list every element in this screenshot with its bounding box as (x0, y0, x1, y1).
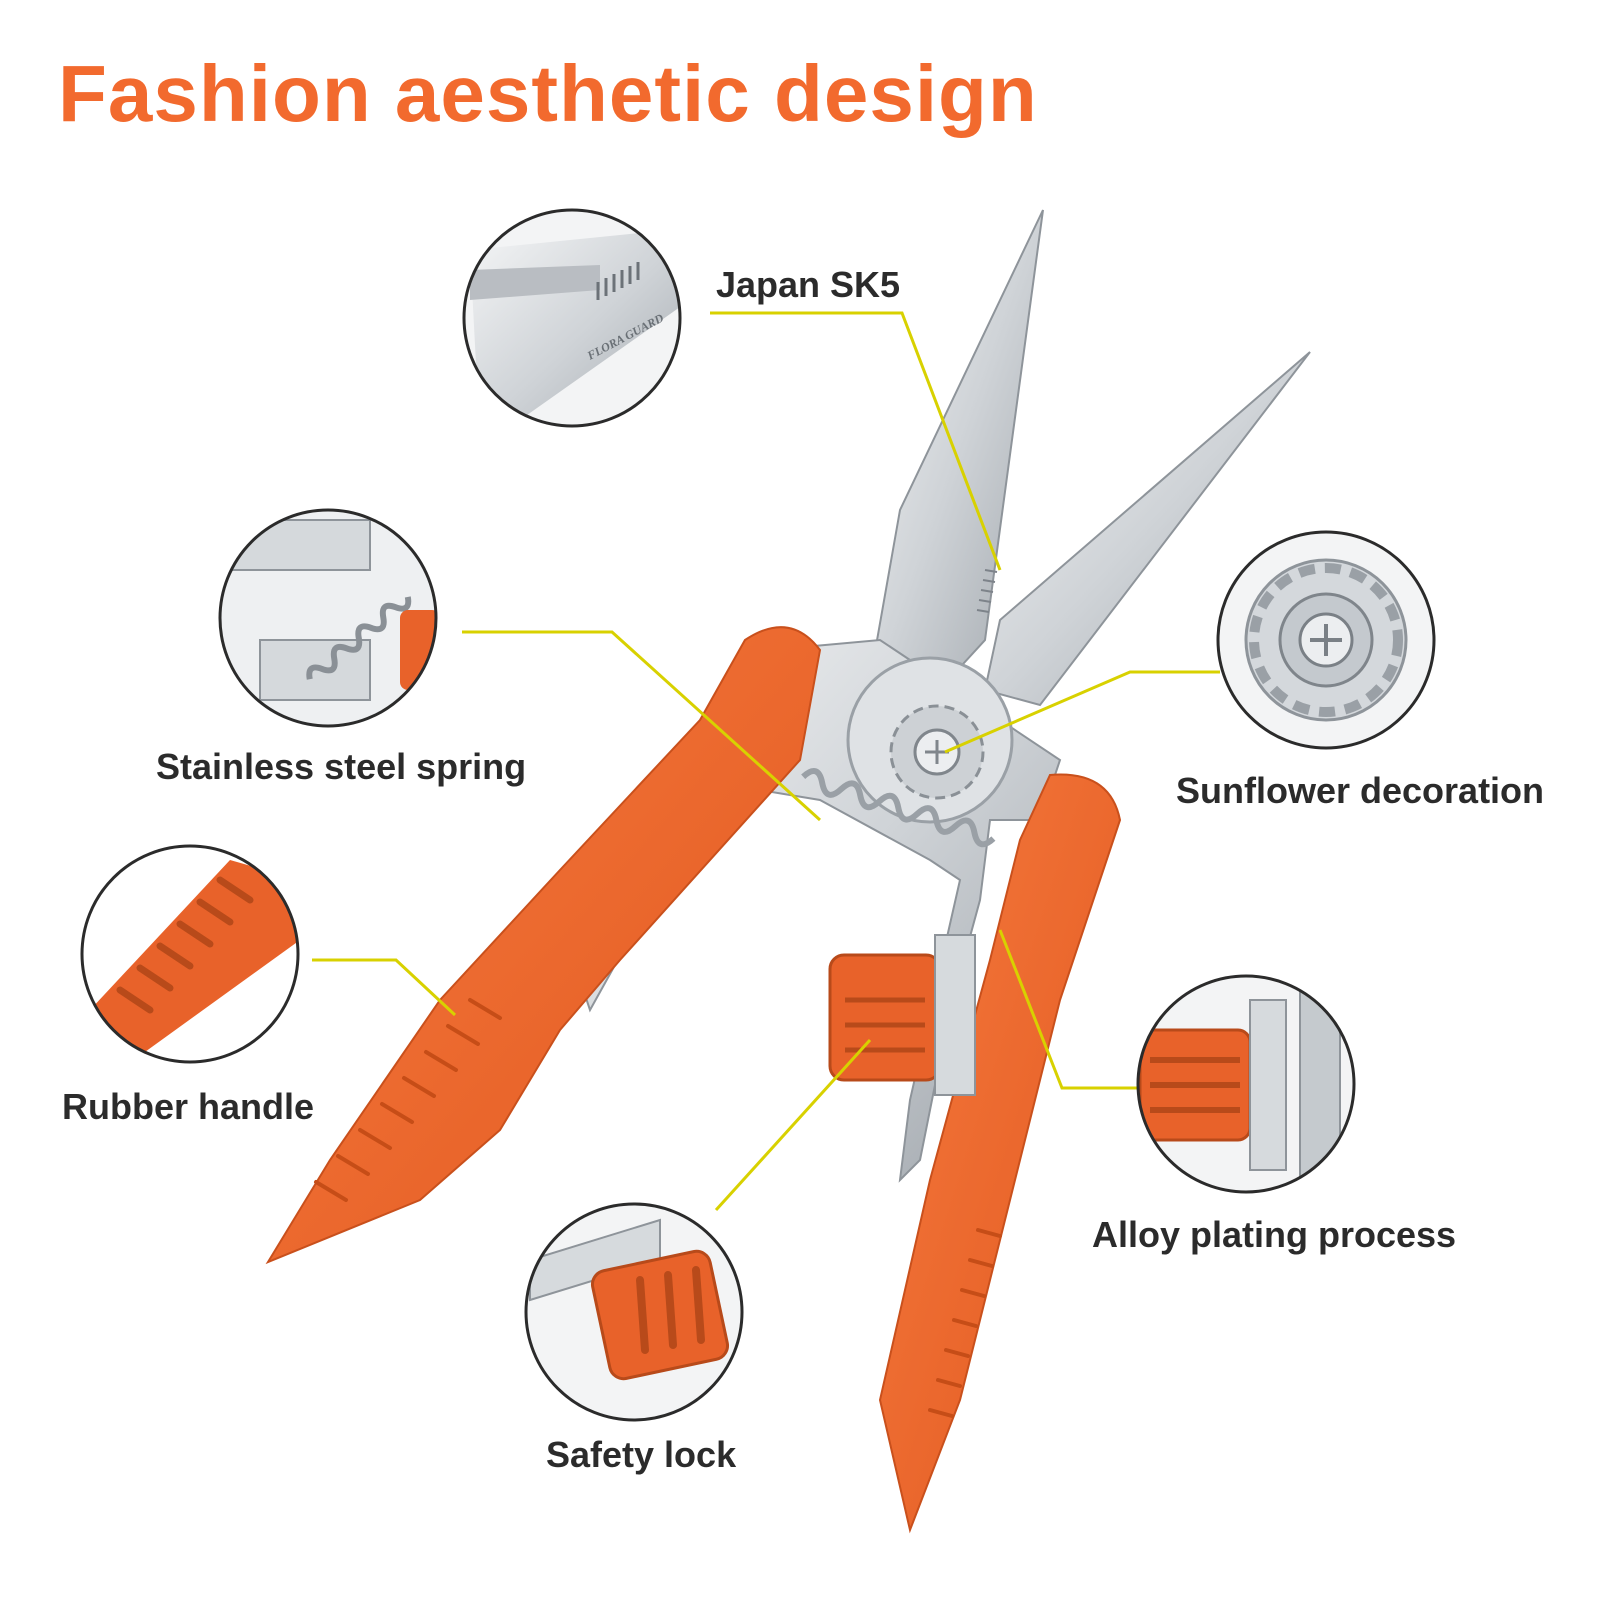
safety-lock-closeup (524, 1202, 744, 1422)
sunflower-pivot (889, 704, 985, 800)
pruning-shears (265, 209, 1311, 1534)
rubber-handle-closeup (80, 844, 300, 1064)
right-grip-ribs (928, 1228, 1002, 1418)
callout-alloy (998, 929, 1140, 1090)
callout-safety (714, 1038, 872, 1212)
safety-lock-slider (828, 934, 976, 1096)
callout-japan-sk5 (710, 311, 1002, 571)
callout-lines (312, 311, 1220, 1212)
label-alloy-plating-process: Alloy plating process (1092, 1214, 1457, 1255)
label-safety-lock: Safety lock (546, 1434, 737, 1475)
right-handle (878, 773, 1122, 1534)
blade-closeup: FLORA GUARD (462, 208, 682, 428)
callout-sunflower (944, 670, 1220, 754)
alloy-plating-closeup (1136, 974, 1356, 1194)
sunflower-closeup (1216, 530, 1436, 750)
coil-spring (801, 768, 996, 848)
callout-rubber (312, 958, 457, 1017)
label-sunflower-decoration: Sunflower decoration (1176, 770, 1545, 811)
label-rubber-handle: Rubber handle (62, 1086, 315, 1127)
left-handle (265, 626, 822, 1265)
label-japan-sk5: Japan SK5 (716, 264, 901, 305)
headline: Fashion aesthetic design (58, 49, 1038, 138)
callout-spring (462, 630, 822, 822)
spring-closeup (218, 508, 438, 728)
blade-serration (976, 569, 998, 613)
left-grip-ribs (314, 998, 502, 1202)
label-stainless-steel-spring: Stainless steel spring (156, 746, 527, 787)
